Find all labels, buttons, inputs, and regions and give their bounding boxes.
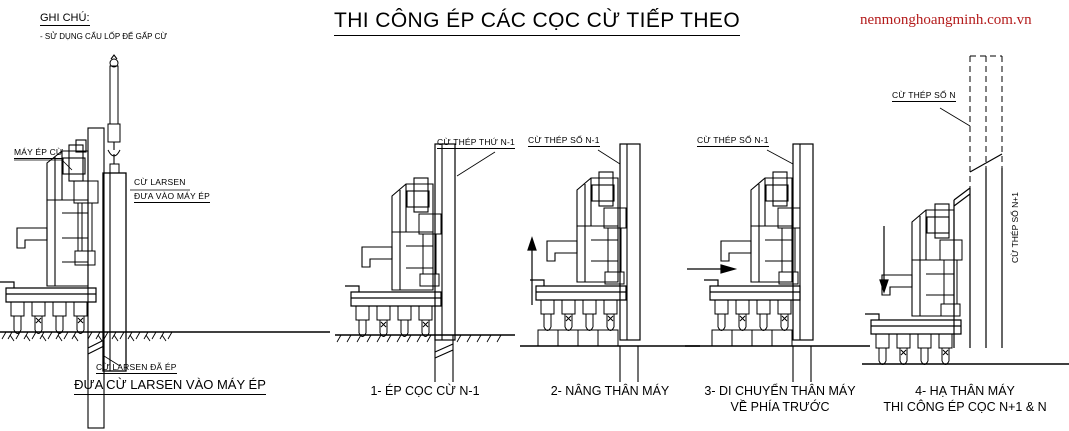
label-may-ep-cu: MÁY ÉP CỪ [14,147,64,160]
pile-n-minus-1 [434,143,456,341]
panel-3-drawing [685,143,870,382]
panel-1-caption: 1- ÉP CỌC CỪ N-1 [370,384,480,398]
machine-chassis [0,281,97,303]
panel-4: CỪ THÉP SỐ N CỪ THÉP SỐ N+1 [862,48,1069,373]
panel-1: CỪ THÉP THỨ N-1 [335,130,515,382]
arrow-up-icon [527,236,537,305]
machine-feet [10,301,88,334]
ground-hatching [336,334,502,343]
panel-4-drawing [862,55,1069,365]
hydraulic-clamp [603,207,627,285]
notes-item-0: - SỬ DỤNG CẨU LỐP ĐỂ GẤP CỪ [40,32,168,41]
pile-underground [619,346,639,382]
notes-block: GHI CHÚ: - SỬ DỤNG CẨU LỐP ĐỂ GẤP CỪ [40,8,167,41]
hydraulic-clamp [73,180,99,266]
notes-heading: GHI CHÚ: [40,12,90,26]
pile-underground [792,346,812,382]
page-title: THI CÔNG ÉP CÁC CỌC CỪ TIẾP THEO [334,9,741,36]
panel-2-drawing [520,143,700,382]
machine-feet [714,299,792,331]
arrow-right-icon [687,264,738,274]
pile-underground [434,335,454,382]
label-cu-thep-thu-n-1: CỪ THÉP THỨ N-1 [437,137,515,150]
support-platform [537,329,619,347]
label-cu-larsen: CỪ LARSEN [134,177,186,187]
machine-chassis [345,285,442,307]
label-cu-larsen-da-ep: CỪ LARSEN ĐÃ ÉP [96,362,177,375]
panel-2: CỪ THÉP SỐ N-1 [520,130,700,382]
panel-2-leader [597,149,621,165]
panel-0-drawing [0,54,330,429]
panel-3-caption: 3- DI CHUYỂN THÂN MÁY VỀ PHÍA TRƯỚC [704,384,856,414]
press-machine-body [546,171,619,283]
panel-0: MÁY ÉP CỪ CỪ LARSEN ĐƯA VÀO MÁY ÉP CỪ LA… [0,50,330,429]
label-cu-thep-so-n-1: CỪ THÉP SỐ N-1 [528,135,600,148]
pile-n [953,153,1003,348]
panel-3: CỪ THÉP SỐ N-1 [685,130,870,382]
pile-n-minus-1 [792,143,814,341]
pile-n-minus-1 [619,143,641,341]
panel-4-caption: 4- HẠ THÂN MÁY THI CÔNG ÉP CỌC N+1 & N [883,384,1047,414]
panel-3-leader [766,149,794,165]
crane-hook-icon [107,54,121,174]
panel-4-leader [939,107,971,127]
press-machine-body [16,139,89,287]
machine-chassis [704,279,801,301]
hydraulic-clamp [777,207,801,285]
label-cu-thep-so-n-plus-1-wrap: CỪ THÉP SỐ N+1 [1010,192,1069,273]
panel-1-drawing [335,143,515,382]
machine-feet [875,333,953,365]
label-cu-thep-so-n-1: CỪ THÉP SỐ N-1 [697,135,769,148]
panel-0-leaders [14,159,190,367]
label-cu-thep-so-n-plus-1: CỪ THÉP SỐ N+1 [1010,192,1020,263]
panel-0-caption: ĐƯA CỪ LARSEN VÀO MÁY ÉP [40,376,300,395]
machine-chassis [530,279,627,301]
site-watermark: nenmonghoangminh.com.vn [860,12,1032,28]
machine-feet [355,305,433,337]
hydraulic-clamp [418,213,442,287]
arrow-down-icon [879,226,889,294]
press-machine-body [361,177,434,291]
machine-feet [540,299,618,331]
panel-1-leader [456,151,496,177]
ground-hatching [1,331,173,342]
hydraulic-clamp [939,239,963,317]
press-machine-body [720,171,793,283]
machine-chassis [865,313,962,335]
panel-2-caption: 2- NÂNG THÂN MÁY [550,384,670,398]
support-platform [711,329,793,347]
label-dua-vao-may-ep: ĐƯA VÀO MÁY ÉP [134,191,211,204]
pile-larsen-lifted [102,172,127,372]
label-cu-thep-so-n: CỪ THÉP SỐ N [892,90,956,103]
